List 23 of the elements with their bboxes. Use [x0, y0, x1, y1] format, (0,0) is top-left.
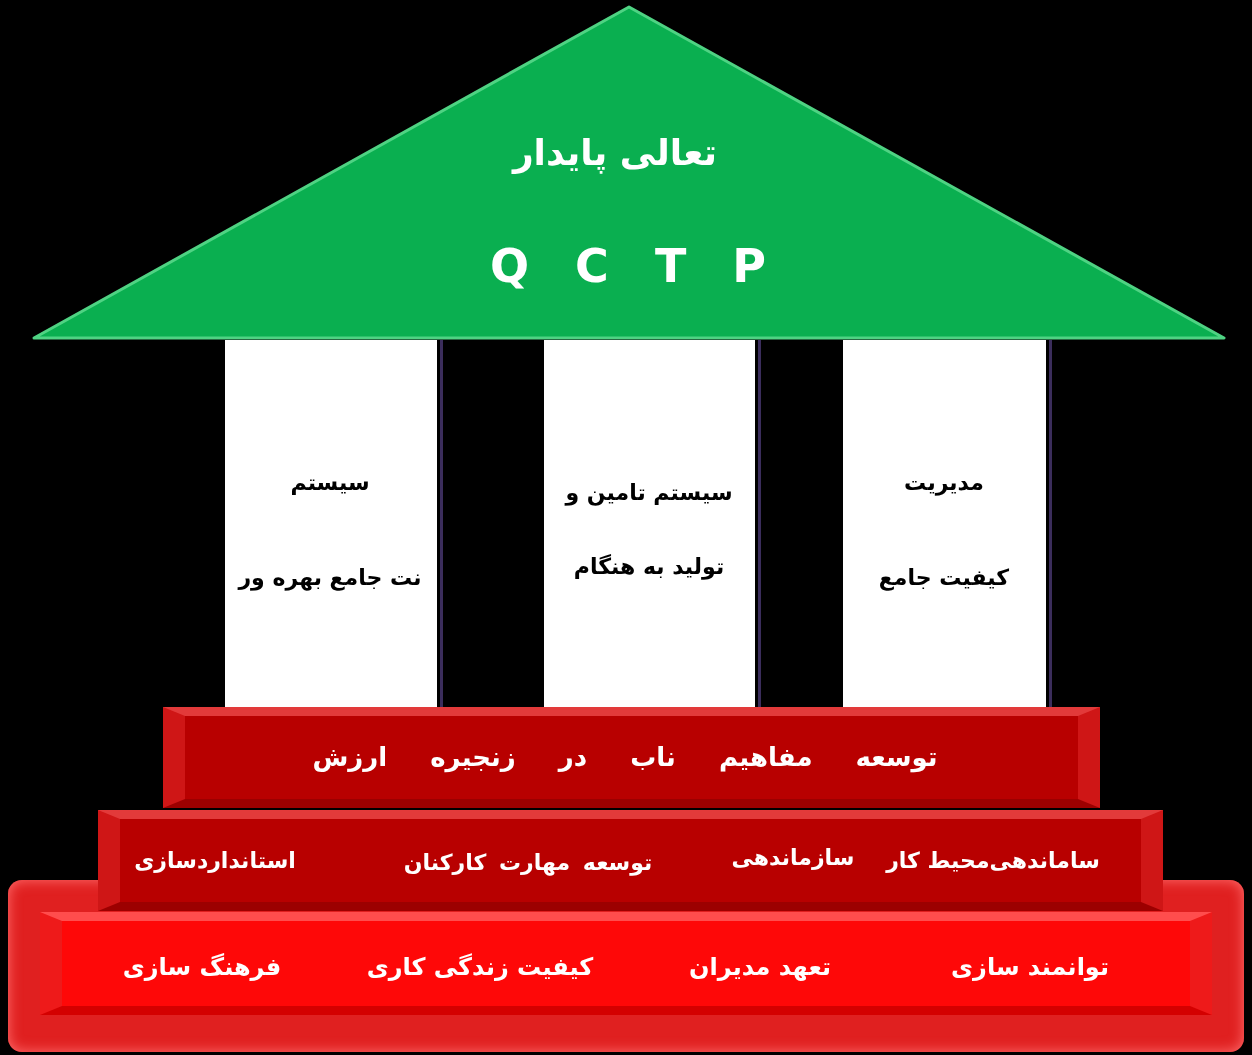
step-label: سازماندهی: [731, 845, 855, 871]
step-label: کیفیت زندگی کاری: [366, 954, 594, 982]
pillar: [843, 340, 1052, 707]
pillar-label: سیستم: [290, 470, 370, 496]
step-label: فرهنگ سازی: [122, 954, 282, 982]
step-label: ساماندهی‌محیط کار: [886, 848, 1100, 874]
pillar-label: مدیریت: [904, 470, 984, 496]
pillar-label: سیستم تامین و: [565, 480, 733, 506]
step-label: توانمند سازی: [951, 954, 1109, 982]
step-band: [163, 707, 1100, 808]
pillar-label: کیفیت جامع: [878, 565, 1010, 591]
roof-label: تعالی پایدار: [512, 132, 718, 174]
pillar: [225, 340, 443, 707]
step-label: توسعه مفاهیم ناب در زنجیره ارزش: [312, 743, 938, 773]
pillar-label: تولید به هنگام: [573, 554, 725, 580]
step-band: [40, 912, 1212, 1015]
step-band: [98, 810, 1163, 911]
step-label: تعهد مدیران: [689, 954, 831, 982]
step-label: توسعه مهارت کارکنان: [403, 850, 653, 876]
step-label: استانداردسازی: [134, 848, 296, 874]
pillar: [544, 340, 761, 707]
roof-label: Q C T P: [490, 239, 766, 293]
pillar-label: نت جامع بهره ور: [238, 565, 422, 591]
